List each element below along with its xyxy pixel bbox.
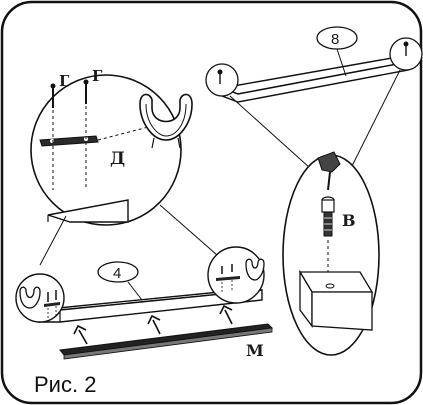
- pipe-clip: [139, 93, 193, 149]
- label-part-8: 8: [331, 31, 339, 48]
- detail-circle-small-left: [15, 273, 65, 323]
- detail-circle-small-right: [207, 246, 265, 304]
- label-part-4: 4: [113, 265, 121, 282]
- eccentric-stud-b: [321, 196, 335, 237]
- detail-oval-eccentric: В: [282, 151, 380, 356]
- detail-circle-shelf-bracket: Г Г Д: [30, 67, 193, 226]
- profile-strip-m: [59, 323, 274, 360]
- arrow-up-1: [73, 324, 88, 345]
- shelf-4: 4 М: [37, 261, 274, 360]
- end-circle-right: [389, 37, 423, 71]
- shelf-8: 8: [219, 26, 409, 103]
- label-d: Д: [110, 149, 125, 169]
- end-circle-left: [205, 63, 239, 97]
- label-g-1: Г: [59, 72, 70, 90]
- screw-g-2: [83, 79, 89, 104]
- figure-caption: Рис. 2: [34, 372, 96, 397]
- arrow-up-2: [147, 314, 161, 335]
- label-v: В: [342, 211, 356, 230]
- arrow-up-3: [219, 304, 233, 325]
- label-m: М: [246, 341, 264, 360]
- label-g-2: Г: [92, 67, 103, 85]
- screw-g-1: [50, 83, 56, 108]
